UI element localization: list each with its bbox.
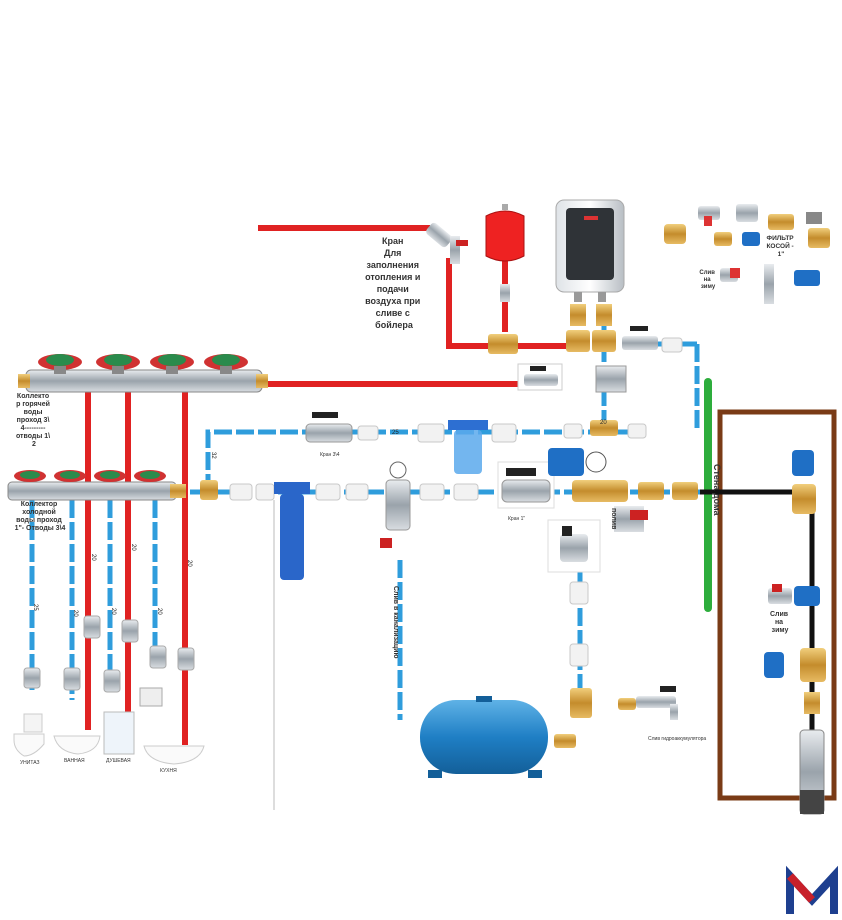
hot-collector [18, 354, 268, 393]
cold-collector [7, 470, 186, 501]
manifold-valve-icon [134, 470, 166, 482]
label-sliv-gidro: Слив гидроаккумулятора [648, 736, 706, 742]
label-hot-collector: Коллекто р горячей воды проход 3\ 4-----… [16, 393, 52, 448]
ball-valve-icon [305, 412, 353, 443]
pressure-reducer-icon [380, 461, 411, 548]
label-sliv-na-zimu-top: Слив на зиму [699, 270, 716, 290]
fittings-group [664, 204, 830, 304]
manifold-valve-icon [150, 354, 194, 374]
ball-valve-icon [622, 326, 658, 350]
pressure-gauge-icon [585, 451, 607, 473]
label-filter-kosoy: ФИЛЬТР КОСОЙ - 1" [766, 235, 795, 258]
ball-valve-icon [517, 363, 563, 391]
hot-pipes [85, 225, 578, 745]
manifold-valve-icon [38, 354, 82, 374]
sink-icon [139, 687, 205, 765]
label-poliv: полив [610, 508, 617, 530]
pipe-couplings [229, 337, 683, 667]
manifold-valve-icon [204, 354, 248, 374]
expansion-tank-icon [485, 204, 525, 302]
toilet-icon [13, 713, 45, 757]
boiler-fittings [488, 304, 618, 436]
manifold-valve-icon [14, 470, 46, 482]
hot-pipe-boiler-loop [446, 258, 578, 349]
label-sliv-kanal: Слив в канализацию [392, 586, 399, 658]
manifold-valve-icon [96, 354, 140, 374]
label-pipe-20-f: 20 [156, 608, 162, 615]
ball-valve-icon [547, 519, 601, 573]
sink-icon [53, 735, 101, 755]
label-pipe-25-top: 25 [392, 430, 399, 436]
manifold-valve-icon [54, 470, 86, 482]
brass-tees [200, 480, 698, 748]
manifold-valve-icon [94, 470, 126, 482]
logo-text: M [812, 917, 813, 919]
well-outline [717, 409, 837, 801]
label-pipe-20-e: 20 [110, 608, 116, 615]
label-stena-doma: Стена дома [712, 464, 722, 516]
label-fixture-toilet: УНИТАЗ [20, 760, 40, 766]
filter-icon [448, 420, 488, 474]
label-kran-34: Кран 3\4 [320, 452, 340, 458]
pump-icon [799, 729, 825, 815]
label-kran-boiler: Кран Для заполнения отопления и подачи в… [365, 236, 423, 330]
label-pipe-20-g: 20 [600, 420, 607, 426]
label-pipe-20-c: 20 [186, 560, 192, 567]
label-pipe-20-b: 20 [130, 544, 136, 551]
well-pipe [700, 489, 815, 740]
check-valve-icon [595, 365, 627, 393]
label-sliv-na-zimu-right: Слив на зиму [770, 611, 790, 634]
ball-valve-icon [614, 506, 648, 532]
pressure-switch-icon [548, 448, 607, 476]
filter-icon [274, 482, 310, 580]
label-fixture-kitchen: КУХНЯ [160, 768, 177, 774]
label-fixture-bath: ВАННАЯ [64, 758, 85, 764]
fill-valve-icon [426, 222, 468, 264]
shower-icon [103, 711, 135, 755]
ball-valve-icon [497, 461, 555, 509]
label-pipe-25-cold: 25 [32, 604, 38, 611]
drain-tap-icon [636, 686, 678, 720]
boiler-icon [555, 199, 625, 302]
drop-valves [23, 615, 195, 693]
hydroaccumulator-icon [420, 696, 548, 778]
label-pipe-20-a: 20 [90, 554, 96, 561]
label-cold-collector: Коллектор холодной воды проход 1"- Отвод… [15, 501, 66, 532]
logo: M [786, 865, 838, 919]
label-kran-1: Кран 1" [508, 516, 525, 522]
label-pipe-20-d: 20 [72, 610, 78, 617]
well-fittings [764, 450, 826, 714]
label-pipe-32: 32 [210, 452, 216, 459]
label-fixture-shower: ДУШЕВАЯ [106, 758, 131, 764]
